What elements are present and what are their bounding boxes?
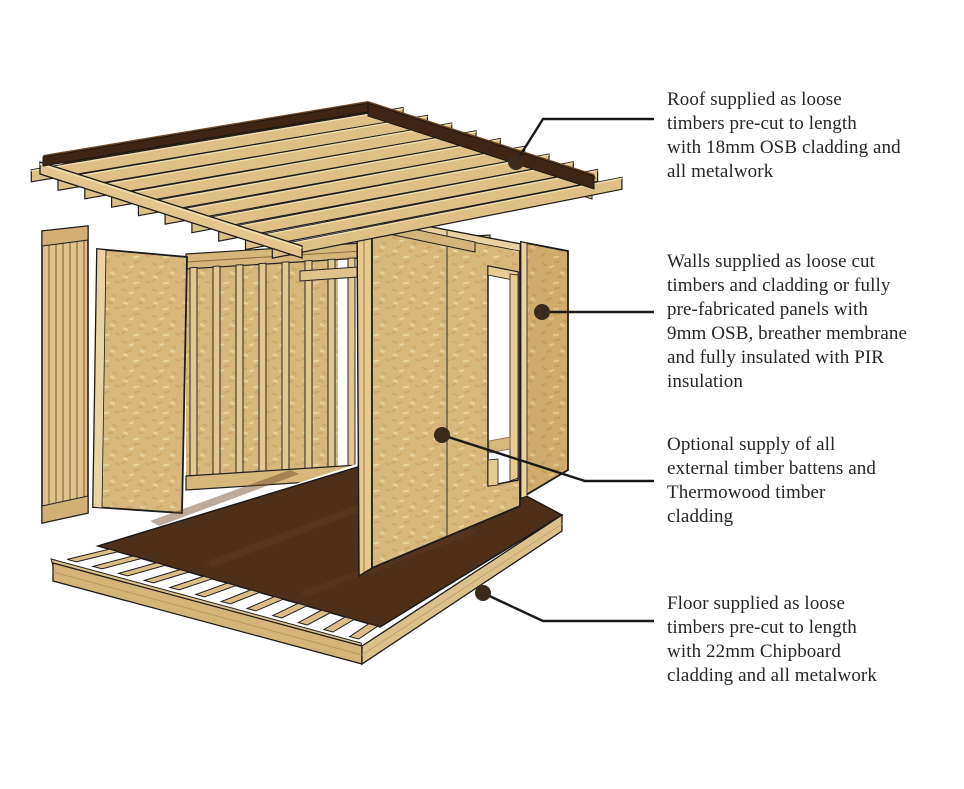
floor-joist-end [67,548,119,563]
back-wall-stud [189,266,198,479]
annotation-line: timbers pre-cut to length [667,617,857,638]
floor-joist-end [348,623,379,640]
front-left-osb-panel [92,248,188,514]
door-jamb [509,273,519,482]
floor-joist-ends [67,548,379,640]
roof-front-beam [39,161,303,259]
west-wall-top-plate [41,225,89,247]
floor-joist-end [142,569,191,584]
back-wall-frame [185,234,491,491]
leader-dots [434,154,550,601]
floor-joist-end [168,575,215,591]
floor-joist-end [322,616,356,633]
front-left-panel-edge [92,248,107,509]
west-wall-frame [41,225,89,524]
annotation-line: Walls supplied as loose cut [667,251,876,272]
annotation-line: and fully insulated with PIR [667,347,885,368]
annotation-line: timbers and cladding or fully [667,275,891,296]
annotation-line: with 18mm OSB cladding and [667,137,901,158]
floor-joist-end [91,555,144,570]
leader-dot-optional [434,427,450,443]
annotation-line: pre-fabricated panels with [667,299,868,320]
annotation-line: all metalwork [667,161,774,182]
roof-assembly [30,101,623,259]
annotation-roof: Roof supplied as loose timbers pre-cut t… [667,88,964,184]
annotation-line: 9mm OSB, breather membrane [667,323,908,344]
annotation-line: cladding and all metalwork [667,665,877,686]
annotation-line: Optional supply of all [667,434,836,455]
back-wall-stud [327,258,336,470]
annotation-line: Thermowood timber [667,482,826,503]
annotation-line: Floor supplied as loose [667,593,846,614]
annotation-line: external timber battens and [667,458,876,479]
leader-floor [482,591,654,623]
annotation-walls: Walls supplied as loose cut timbers and … [667,250,964,394]
annotation-line: with 22mm Chipboard [667,641,841,662]
annotation-line: timbers pre-cut to length [667,113,857,134]
leader-dot-floor [475,585,491,601]
annotation-floor: Floor supplied as loose timbers pre-cut … [667,592,964,688]
floor-joist-end [297,609,332,626]
back-wall-stud [258,262,267,475]
back-wall-stud [212,265,221,477]
roof-joists [30,106,623,259]
back-wall-stud [347,257,356,469]
annotation-line: cladding [667,506,734,527]
floor-joist-end [271,602,309,619]
leader-optional [441,433,654,483]
back-wall-stud [235,264,244,476]
floor-joist-end [116,562,168,577]
annotation-line: Roof supplied as loose [667,89,842,110]
roof-fascia-right [367,102,595,190]
annotation-line: insulation [667,371,743,392]
floor-deck-grain [150,470,476,597]
west-wall-stud-lines [48,239,85,517]
roof-joist [271,176,623,259]
door-sill-block [487,458,499,487]
leader-roof [514,117,654,163]
floor-joist-end [245,596,285,612]
front-wall-panels [356,214,521,578]
back-wall-stud [304,259,313,472]
floor-joist-end [194,582,238,598]
leader-dot-walls [534,304,550,320]
back-wall-stud [281,261,290,473]
floor-joist-end [219,589,262,605]
leader-lines [441,117,654,623]
west-wall-bottom-plate [41,495,89,524]
leader-dot-roof [508,154,524,170]
east-panel-edge [520,241,528,499]
east-wall-panel [520,240,569,500]
annotation-optional: Optional supply of all external timber b… [667,433,964,529]
